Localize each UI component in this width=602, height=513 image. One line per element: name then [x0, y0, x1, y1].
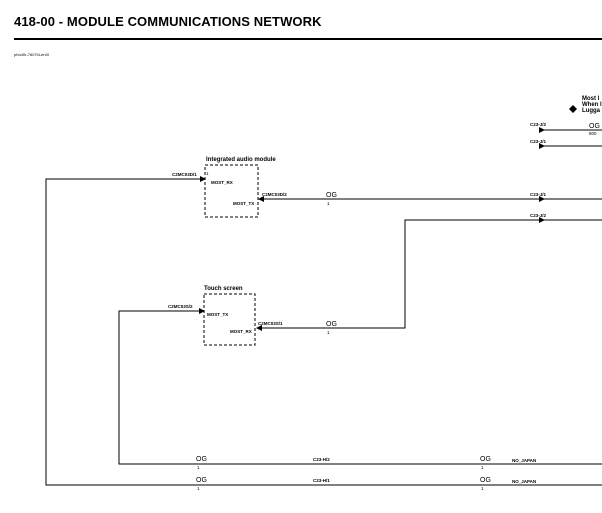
- bottom1-num2: 1: [481, 465, 484, 470]
- touch-screen-name: Touch screen: [204, 286, 243, 292]
- audio-wire-color: OG: [326, 192, 337, 199]
- touch-screen-box: [203, 293, 256, 346]
- document-id: pho40r-7607l4-en0l: [14, 52, 49, 57]
- bottom2-num1: 1: [197, 486, 200, 491]
- bottom2-tag: NO_JAPAN: [512, 479, 536, 484]
- touch-rx-connector: C2MC03S/1: [258, 321, 283, 326]
- pin-c23-j2-top: [539, 127, 545, 133]
- audio-wire-num: 1: [327, 201, 330, 206]
- touch-rx-signal: MOST_RX: [230, 329, 252, 334]
- wire-audio-rx-loop: [45, 178, 602, 486]
- audio-module-name: Integrated audio module: [206, 157, 276, 163]
- touch-tx-connector: C2MC03S/2: [168, 304, 193, 309]
- bottom1-num1: 1: [197, 465, 200, 470]
- bottom1-connector: C23-H/2: [313, 457, 330, 462]
- pin-touch-tx: [199, 308, 205, 314]
- page-title: 418-00 - MODULE COMMUNICATIONS NETWORK: [14, 14, 322, 29]
- pin-c23-j2-mid: [539, 217, 545, 223]
- note-diamond-icon: [569, 105, 577, 113]
- touch-tx-signal: MOST_TX: [207, 312, 228, 317]
- note-line-3: Lugga: [582, 108, 601, 114]
- audio-tx-connector: C2MC03D/2: [262, 192, 287, 197]
- bottom2-num2: 1: [481, 486, 484, 491]
- touch-wire-num: 1: [327, 330, 330, 335]
- labels: Most l When l Lugga Integrated audio mod…: [168, 96, 602, 491]
- right-conn-2: C23-J/1: [530, 139, 547, 144]
- pin-c23-j1-top: [539, 143, 545, 149]
- bottom1-color2: OG: [480, 456, 491, 463]
- bottom2-connector: C23-H/1: [313, 478, 330, 483]
- bottom2-color2: OG: [480, 477, 491, 484]
- right-conn-1-num: 800: [589, 131, 597, 136]
- pin-touch-rx: [256, 325, 262, 331]
- note-line-2: When l: [582, 102, 602, 108]
- bottom1-color1: OG: [196, 456, 207, 463]
- wire-touch-tx-loop: [118, 310, 602, 465]
- right-conn-1: C23-J/2: [530, 122, 547, 127]
- audio-tx-signal: MOST_TX: [233, 201, 254, 206]
- touch-wire-color: OG: [326, 321, 337, 328]
- pin-audio-tx: [258, 196, 264, 202]
- bottom1-tag: NO_JAPAN: [512, 458, 536, 463]
- pin-audio-rx: [200, 176, 206, 182]
- audio-rx-signal: MOST_RX: [211, 180, 233, 185]
- audio-rx-connector: C2MC03D/1: [172, 172, 197, 177]
- audio-rx-pin-num: 1: [206, 171, 209, 176]
- wires: [45, 129, 602, 486]
- right-conn-1-color: OG: [589, 123, 600, 130]
- wire-touch-rx-out: [258, 219, 602, 329]
- note-line-1: Most l: [582, 96, 600, 102]
- pin-c23-j1-mid: [539, 196, 545, 202]
- audio-module-box: [204, 164, 259, 218]
- bottom2-color1: OG: [196, 477, 207, 484]
- right-conn-3: C23-J/1: [530, 192, 547, 197]
- title-rule: [14, 38, 602, 40]
- right-conn-4: C23-J/2: [530, 213, 547, 218]
- pins: [199, 105, 577, 331]
